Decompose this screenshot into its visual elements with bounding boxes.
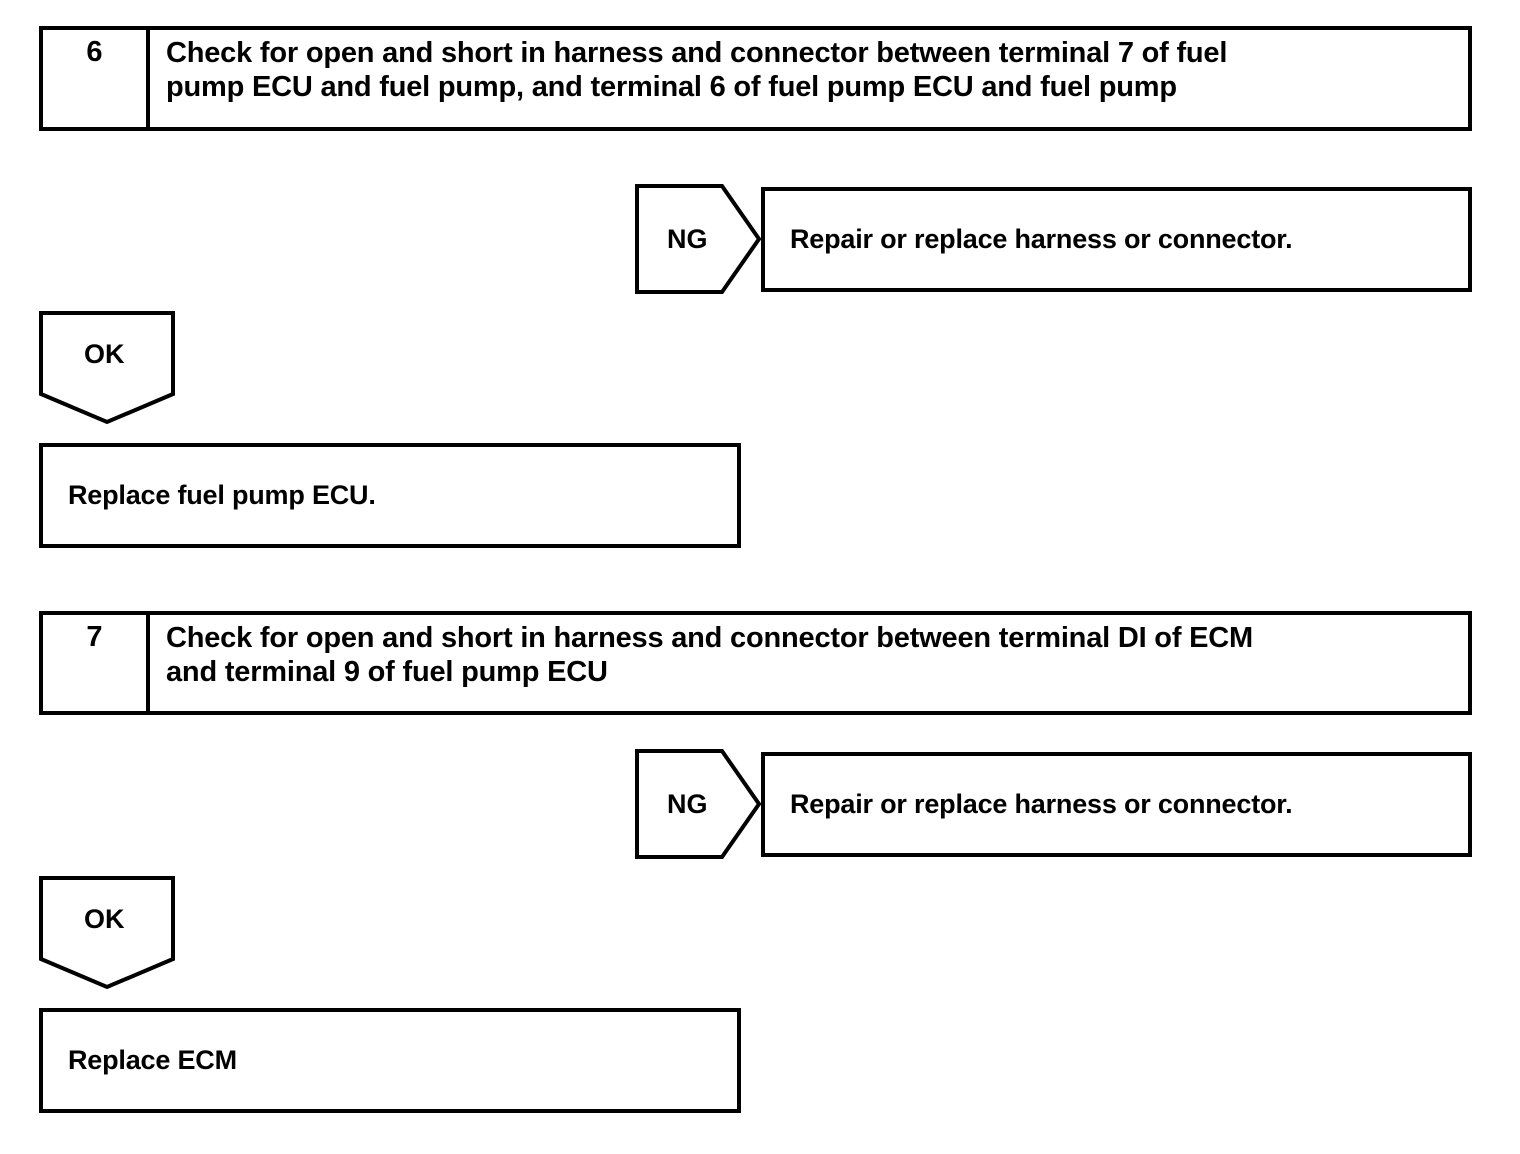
ng-label-6: NG — [667, 224, 708, 254]
ok-result-box-6: Replace fuel pump ECU. — [39, 443, 741, 548]
step-box-7: 7 Check for open and short in harness an… — [39, 611, 1472, 715]
ng-result-text-6: Repair or replace harness or connector. — [790, 224, 1293, 255]
ok-result-text-7: Replace ECM — [68, 1045, 237, 1076]
step-description-cell-7: Check for open and short in harness and … — [150, 615, 1468, 711]
ok-result-box-7: Replace ECM — [39, 1008, 741, 1113]
step-description-7: Check for open and short in harness and … — [166, 622, 1253, 689]
ok-label-7: OK — [84, 904, 125, 934]
step-number-6: 6 — [86, 36, 103, 68]
step-box-6: 6 Check for open and short in harness an… — [39, 26, 1472, 131]
ng-result-box-6: Repair or replace harness or connector. — [761, 187, 1472, 292]
ok-pentagon-6: OK — [39, 311, 179, 425]
ok-pentagon-7: OK — [39, 876, 179, 990]
ng-result-text-7: Repair or replace harness or connector. — [790, 789, 1293, 820]
step-number-7: 7 — [86, 621, 103, 653]
ok-result-text-6: Replace fuel pump ECU. — [68, 480, 376, 511]
ng-result-box-7: Repair or replace harness or connector. — [761, 752, 1472, 857]
ok-label-6: OK — [84, 339, 125, 369]
step-number-cell-7: 7 — [43, 615, 150, 711]
ng-label-7: NG — [667, 789, 708, 819]
step-description-cell-6: Check for open and short in harness and … — [150, 30, 1468, 127]
ng-pentagon-7: NG — [635, 749, 762, 859]
ng-pentagon-6: NG — [635, 184, 762, 294]
step-description-6: Check for open and short in harness and … — [166, 37, 1228, 104]
step-number-cell-6: 6 — [43, 30, 150, 127]
